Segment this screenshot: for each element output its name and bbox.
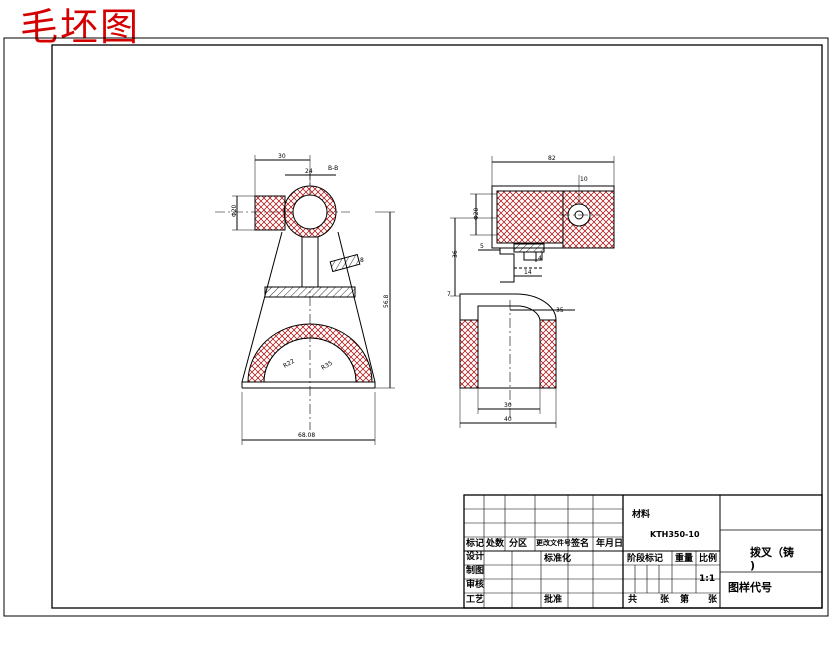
standard-label: 标准化 (544, 554, 572, 564)
row-change: 更改文件号 (536, 539, 571, 547)
dim-right-7: 7 (447, 291, 451, 298)
dim-left-section: B-B (328, 165, 338, 172)
dim-left-width: 68.08 (298, 432, 315, 439)
scale-value: 1:1 (699, 574, 716, 584)
design-label: 设计 (466, 552, 485, 562)
dim-right-30: 30 (504, 402, 512, 409)
stage-label: 阶段标记 (627, 554, 664, 564)
left-view (215, 155, 395, 445)
dim-right-82: 82 (548, 155, 556, 162)
page-title: 毛坯图 (20, 5, 141, 49)
inner-border (51, 44, 823, 609)
weight-label: 重量 (675, 554, 694, 564)
dim-right-10: 10 (580, 176, 588, 183)
dim-left-height: 56.8 (383, 294, 390, 308)
sheet-no-label: 第 (680, 595, 690, 605)
draw-label: 制图 (466, 566, 485, 576)
dim-left-r2: R35 (320, 360, 334, 372)
dim-right-5: 5 (480, 243, 484, 250)
material-value: KTH350-10 (650, 530, 700, 539)
sheet-unit-label-2: 张 (708, 595, 718, 605)
title-block-grid (463, 494, 823, 609)
sheet-total-label: 共 (628, 595, 638, 605)
part-name-line2: ) (750, 559, 756, 572)
dim-right-40: 40 (504, 416, 512, 423)
dim-left-30: 30 (278, 153, 286, 160)
material-label: 材料 (632, 510, 651, 520)
dim-left-phi: Φ20 (231, 204, 238, 217)
dim-right-36: 36 (452, 250, 459, 258)
check-label: 审核 (466, 580, 485, 590)
dim-left-angle: 8 (360, 257, 364, 264)
dim-right-4: 4 (538, 255, 542, 262)
scale-label: 比例 (699, 554, 718, 564)
dim-left-24: 24 (305, 168, 313, 175)
part-name: 拨叉（铸 (750, 546, 794, 559)
right-view (450, 156, 615, 428)
dim-left-r1: R22 (282, 358, 296, 370)
dim-right-35: 35 (556, 307, 564, 314)
row-count: 处数 (486, 539, 505, 549)
dim-right-phi: Φ20 (473, 207, 480, 220)
sheet-unit-label: 张 (660, 595, 670, 605)
row-sign: 签名 (571, 539, 590, 549)
approve-label: 批准 (544, 595, 563, 605)
dim-right-14: 14 (524, 269, 532, 276)
outer-border (3, 37, 829, 617)
drawing-no-label: 图样代号 (728, 581, 772, 594)
row-mark: 标记 (466, 539, 485, 549)
row-zone: 分区 (509, 539, 528, 549)
process-label: 工艺 (466, 595, 485, 605)
row-date: 年月日 (596, 539, 624, 549)
